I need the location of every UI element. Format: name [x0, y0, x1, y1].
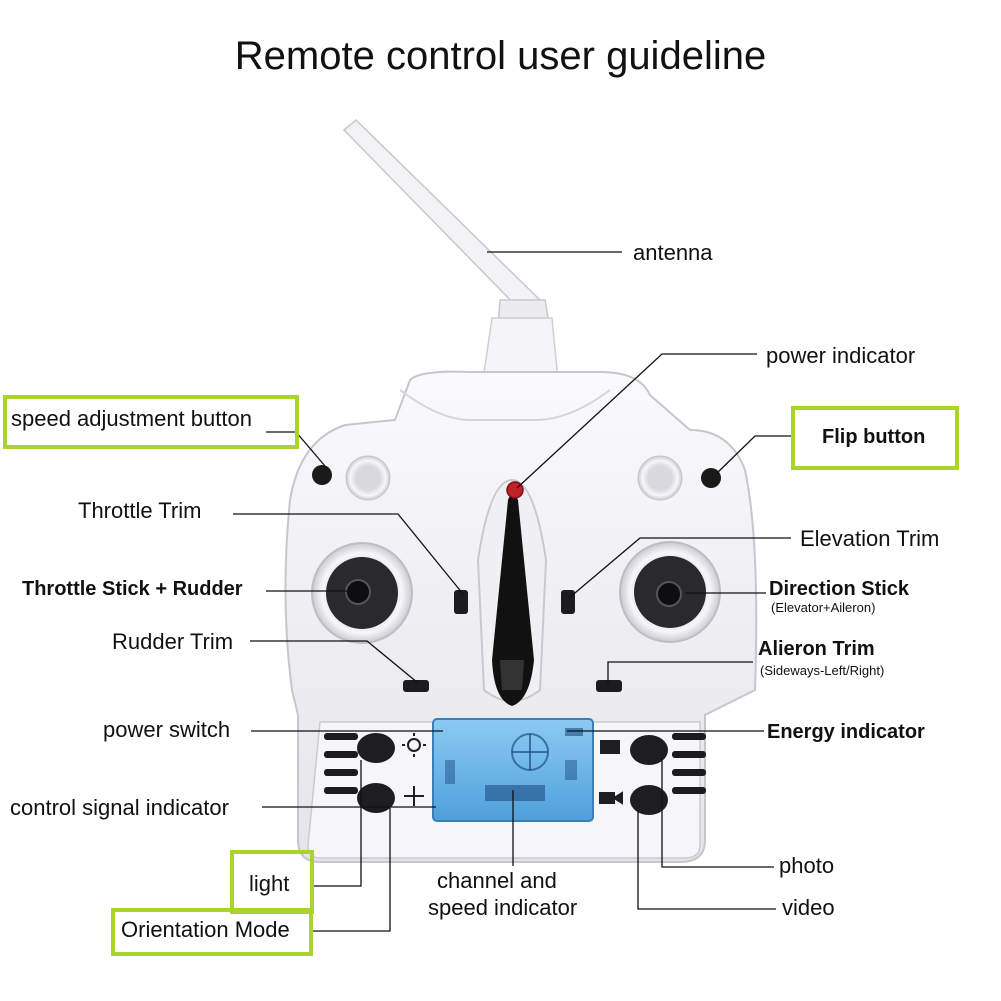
label-energy-indicator: Energy indicator	[767, 721, 925, 743]
antenna-part	[342, 118, 561, 401]
highlight-light	[230, 850, 314, 914]
label-throttle-trim: Throttle Trim	[78, 498, 202, 523]
label-speed-indicator: speed indicator	[428, 895, 578, 920]
page-title: Remote control user guideline	[234, 34, 767, 78]
label-control-signal-indicator: control signal indicator	[10, 795, 229, 820]
vent-slots	[324, 733, 706, 794]
button-icons	[402, 733, 623, 806]
label-direction-stick: Direction Stick	[769, 578, 910, 600]
highlight-flip-button	[791, 406, 959, 470]
label-video: video	[782, 895, 835, 920]
label-throttle-stick-rudder: Throttle Stick + Rudder	[22, 578, 243, 600]
label-power-indicator: power indicator	[766, 343, 916, 368]
label-light: light	[249, 871, 290, 896]
label-rudder-trim: Rudder Trim	[112, 629, 234, 654]
label-orientation-mode: Orientation Mode	[121, 917, 290, 942]
label-alieron-trim: Alieron Trim	[758, 638, 875, 660]
label-elevation-trim: Elevation Trim	[800, 526, 940, 551]
label-direction-stick-sub: (Elevator+Aileron)	[771, 600, 876, 615]
label-photo: photo	[779, 853, 835, 878]
label-speed-adjustment-button: speed adjustment button	[11, 406, 252, 431]
label-antenna: antenna	[633, 240, 713, 265]
label-alieron-trim-sub: (Sideways-Left/Right)	[760, 663, 885, 678]
joysticks	[311, 541, 721, 644]
label-flip-button: Flip button	[822, 426, 926, 448]
label-power-switch: power switch	[103, 717, 231, 742]
highlight-speed-adjustment	[3, 395, 299, 449]
top-controls	[312, 455, 721, 501]
bottom-buttons	[357, 733, 668, 815]
highlight-orientation-mode	[111, 908, 313, 956]
label-channel-and: channel and	[437, 868, 557, 893]
